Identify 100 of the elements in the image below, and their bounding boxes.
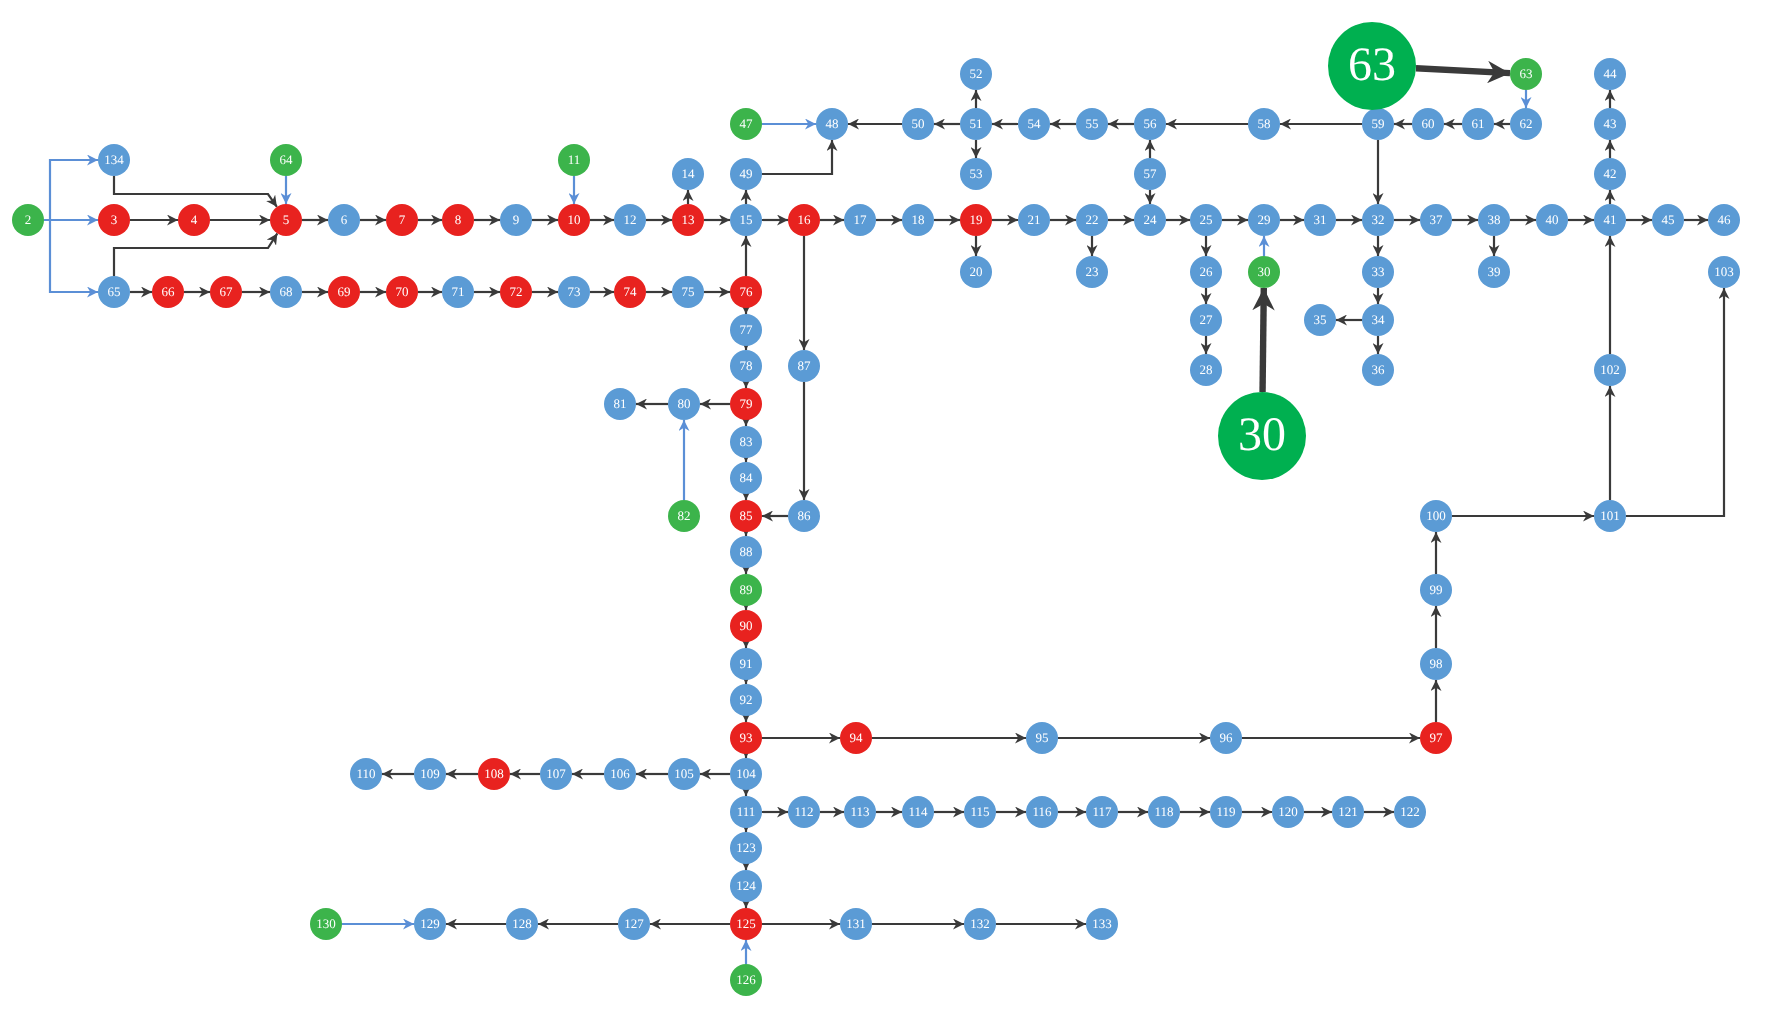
arrow xyxy=(762,214,788,226)
arrow xyxy=(1510,214,1536,226)
arrow xyxy=(1280,118,1362,130)
arrow xyxy=(1604,140,1616,158)
arrow xyxy=(532,286,558,298)
arrow xyxy=(1222,214,1248,226)
arrow xyxy=(740,897,752,908)
arrow xyxy=(474,286,500,298)
arrow xyxy=(650,918,730,930)
arrow xyxy=(1568,214,1594,226)
arrow xyxy=(130,214,178,226)
arrow xyxy=(1372,236,1384,256)
arrow xyxy=(740,785,752,796)
arrow xyxy=(1166,214,1190,226)
arrow xyxy=(1494,118,1510,130)
arrow xyxy=(1452,214,1478,226)
arrow xyxy=(280,176,292,204)
arrow xyxy=(446,918,506,930)
arrow xyxy=(970,90,982,108)
arrow xyxy=(872,732,1026,744)
arrow xyxy=(1144,140,1156,158)
arrow xyxy=(1604,386,1616,500)
arrow xyxy=(740,940,752,964)
arrow xyxy=(820,214,844,226)
arrow xyxy=(798,382,810,500)
arrow xyxy=(992,118,1018,130)
callout-circle: 30 xyxy=(1218,392,1306,480)
arrow xyxy=(820,806,844,818)
arrow xyxy=(302,214,328,226)
arrow xyxy=(996,806,1026,818)
arrow xyxy=(1444,118,1462,130)
arrow xyxy=(762,118,816,130)
arrow xyxy=(1050,214,1076,226)
arrow xyxy=(740,303,752,314)
arrow xyxy=(762,918,840,930)
arrow xyxy=(1108,214,1134,226)
arrow xyxy=(1684,214,1708,226)
arrow xyxy=(1252,287,1275,393)
arrow xyxy=(740,563,752,574)
arrow xyxy=(992,214,1018,226)
arrow xyxy=(572,768,604,780)
arrow xyxy=(1258,236,1270,256)
arrow xyxy=(740,190,752,204)
callout-circle: 63 xyxy=(1328,22,1416,110)
arrow xyxy=(996,918,1086,930)
arrow xyxy=(740,711,752,722)
arrow xyxy=(876,214,902,226)
arrow xyxy=(130,286,152,298)
arrow xyxy=(1280,214,1304,226)
arrow xyxy=(1144,190,1156,204)
arrow xyxy=(1604,236,1616,354)
arrow xyxy=(1394,214,1420,226)
arrow xyxy=(1372,336,1384,354)
arrow xyxy=(44,218,98,298)
arrow xyxy=(590,286,614,298)
arrow xyxy=(740,377,752,388)
arrow xyxy=(970,140,982,158)
arrow xyxy=(1415,60,1511,84)
arrow xyxy=(112,176,278,208)
arrow xyxy=(302,286,328,298)
arrow xyxy=(382,768,414,780)
arrow xyxy=(538,918,618,930)
arrow xyxy=(210,214,270,226)
arrow xyxy=(360,286,386,298)
arrow xyxy=(1430,532,1442,574)
arrow xyxy=(1336,214,1362,226)
arrow xyxy=(418,286,442,298)
arrow xyxy=(704,286,730,298)
arrow xyxy=(1372,288,1384,304)
arrow xyxy=(700,768,730,780)
arrow xyxy=(1394,118,1412,130)
arrow xyxy=(740,489,752,500)
arrow xyxy=(646,214,672,226)
arrow xyxy=(474,214,500,226)
arrow xyxy=(1086,236,1098,256)
arrow xyxy=(360,214,386,226)
arrow xyxy=(1242,806,1272,818)
arrow xyxy=(636,768,668,780)
arrow xyxy=(704,214,730,226)
arrow xyxy=(1364,806,1394,818)
arrow xyxy=(510,768,540,780)
arrow xyxy=(1604,190,1616,204)
arrow xyxy=(532,214,558,226)
arrow xyxy=(1108,118,1134,130)
arrow xyxy=(876,806,902,818)
arrow xyxy=(700,398,730,410)
arrow xyxy=(970,236,982,256)
arrow xyxy=(568,176,580,204)
arrow xyxy=(418,214,442,226)
arrow xyxy=(1242,732,1420,744)
arrow xyxy=(872,918,964,930)
arrow xyxy=(1058,732,1210,744)
arrow xyxy=(848,118,902,130)
arrow xyxy=(1058,806,1086,818)
arrow xyxy=(1430,680,1442,722)
arrow xyxy=(184,286,210,298)
arrow xyxy=(1430,606,1442,648)
arrow xyxy=(1372,140,1384,204)
arrow xyxy=(590,214,614,226)
arrow xyxy=(1200,336,1212,354)
